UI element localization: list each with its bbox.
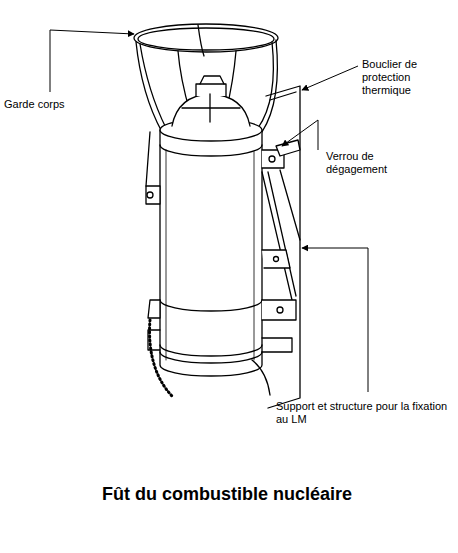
- thermal-shield: [266, 86, 300, 408]
- cask-body: [160, 76, 262, 376]
- part-label: Verrou de dégagement: [326, 150, 416, 176]
- support-structure: [148, 140, 300, 352]
- part-label: Support et structure pour la fixation au…: [276, 400, 452, 426]
- cable: [252, 360, 270, 395]
- leader-lines: [50, 30, 368, 392]
- figure-caption: Fût du combustible nucléaire: [102, 484, 352, 505]
- part-label: Bouclier de protection thermique: [362, 58, 448, 97]
- part-label: Garde corps: [4, 98, 94, 111]
- left-latch: [146, 132, 160, 318]
- chain: [150, 320, 172, 396]
- guard-rail: [134, 24, 278, 132]
